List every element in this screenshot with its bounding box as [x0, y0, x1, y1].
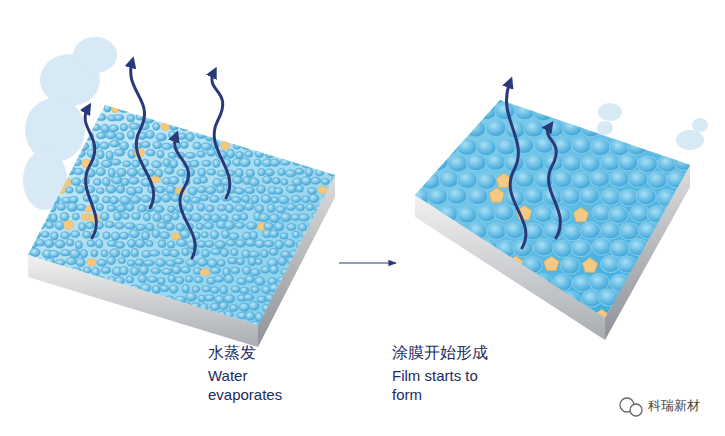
coating-slab: [19, 94, 347, 347]
caption-english: Film starts to form: [392, 366, 510, 404]
process-arrow: [339, 262, 396, 263]
stage-caption: 水蒸发 Water evaporates: [208, 343, 308, 404]
coating-slab: [400, 85, 716, 340]
process-stage: 涂膜开始形成 Film starts to form: [392, 100, 690, 410]
stage-caption: 涂膜开始形成 Film starts to form: [392, 343, 510, 404]
caption-english: Water evaporates: [208, 366, 308, 404]
watermark-icon: [620, 398, 642, 416]
watermark: 科瑞新材: [648, 397, 700, 415]
evaporation-arrow: [85, 62, 560, 258]
caption-chinese: 涂膜开始形成: [392, 343, 510, 363]
process-stage: 水蒸发 Water evaporates: [28, 100, 335, 410]
caption-chinese: 水蒸发: [208, 343, 308, 363]
